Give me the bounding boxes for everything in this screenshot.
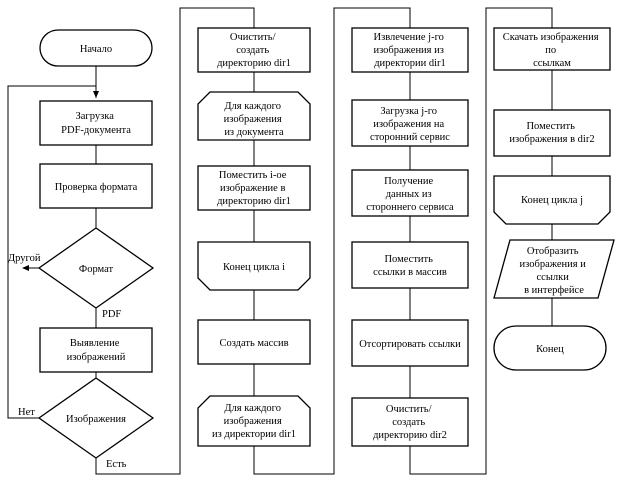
- create-array-process: [197, 319, 311, 365]
- load-pdf-label: Загрузка PDF-документа: [61, 111, 131, 136]
- images-label: Изображения: [66, 414, 126, 425]
- extract-images-label: Выявление изображений: [67, 338, 126, 363]
- put-links-label: Поместить ссылки в массив: [373, 254, 447, 278]
- no-branch-label: Нет: [18, 407, 35, 418]
- download-images-process: [493, 27, 611, 71]
- upload-image-j-label: Загрузка j-го изображения на сторонний с…: [370, 106, 450, 143]
- format-label: Формат: [79, 264, 114, 275]
- loop-start-i-label: Для каждого изображения из документа: [224, 101, 285, 138]
- clear-dir2-process: [351, 397, 469, 447]
- get-data-process: [351, 169, 469, 217]
- sort-links-process: [351, 319, 469, 367]
- display-output: [493, 239, 615, 299]
- check-format-process: [39, 163, 153, 209]
- other-branch-label: Другой: [8, 253, 41, 264]
- extract-image-j-label: Извлечение j-го изображения из директори…: [373, 32, 446, 69]
- clear-dir1-label: Очистить/ создать директорию dir1: [217, 32, 291, 69]
- put-links-process: [351, 241, 469, 289]
- loop-start-dir1-label: Для каждого изображения из директории di…: [212, 403, 296, 440]
- loop-end-j-label: Конец цикла j: [521, 195, 583, 206]
- put-image-i-process: [197, 165, 311, 211]
- put-image-i-label: Поместить i-ое изображение в директорию …: [217, 170, 291, 207]
- get-data-label: Получение данных из стороннего сервиса: [366, 176, 454, 213]
- put-dir2-label: Поместить изображения в dir2: [509, 121, 594, 145]
- upload-image-j-process: [351, 99, 469, 147]
- extract-images-process: [39, 327, 153, 373]
- load-pdf-process: [39, 100, 153, 146]
- display-label: Отобразить изображения и ссылки в интерф…: [520, 246, 589, 296]
- put-dir2-process: [493, 109, 611, 157]
- clear-dir2-label: Очистить/ создать директорию dir2: [373, 404, 447, 441]
- extract-image-j-process: [351, 27, 469, 73]
- check-format-label: Проверка формата: [55, 182, 138, 193]
- loop-end-i: [197, 241, 311, 291]
- create-array-label: Создать массив: [219, 338, 288, 349]
- clear-dir1-process: [197, 27, 311, 73]
- loop-end-j: [493, 175, 611, 225]
- start-label: Начало: [80, 44, 112, 55]
- loop-end-i-label: Конец цикла i: [223, 262, 285, 273]
- end-terminator: [493, 325, 607, 371]
- yes-branch-label: Есть: [106, 459, 127, 470]
- download-images-label: Скачать изображения по ссылкам: [503, 32, 602, 69]
- loop-start-dir1: [197, 395, 311, 447]
- loop-start-i: [197, 91, 311, 141]
- sort-links-label: Отсортировать ссылки: [359, 339, 461, 350]
- end-label: Конец: [536, 344, 564, 355]
- pdf-branch-label: PDF: [102, 309, 121, 320]
